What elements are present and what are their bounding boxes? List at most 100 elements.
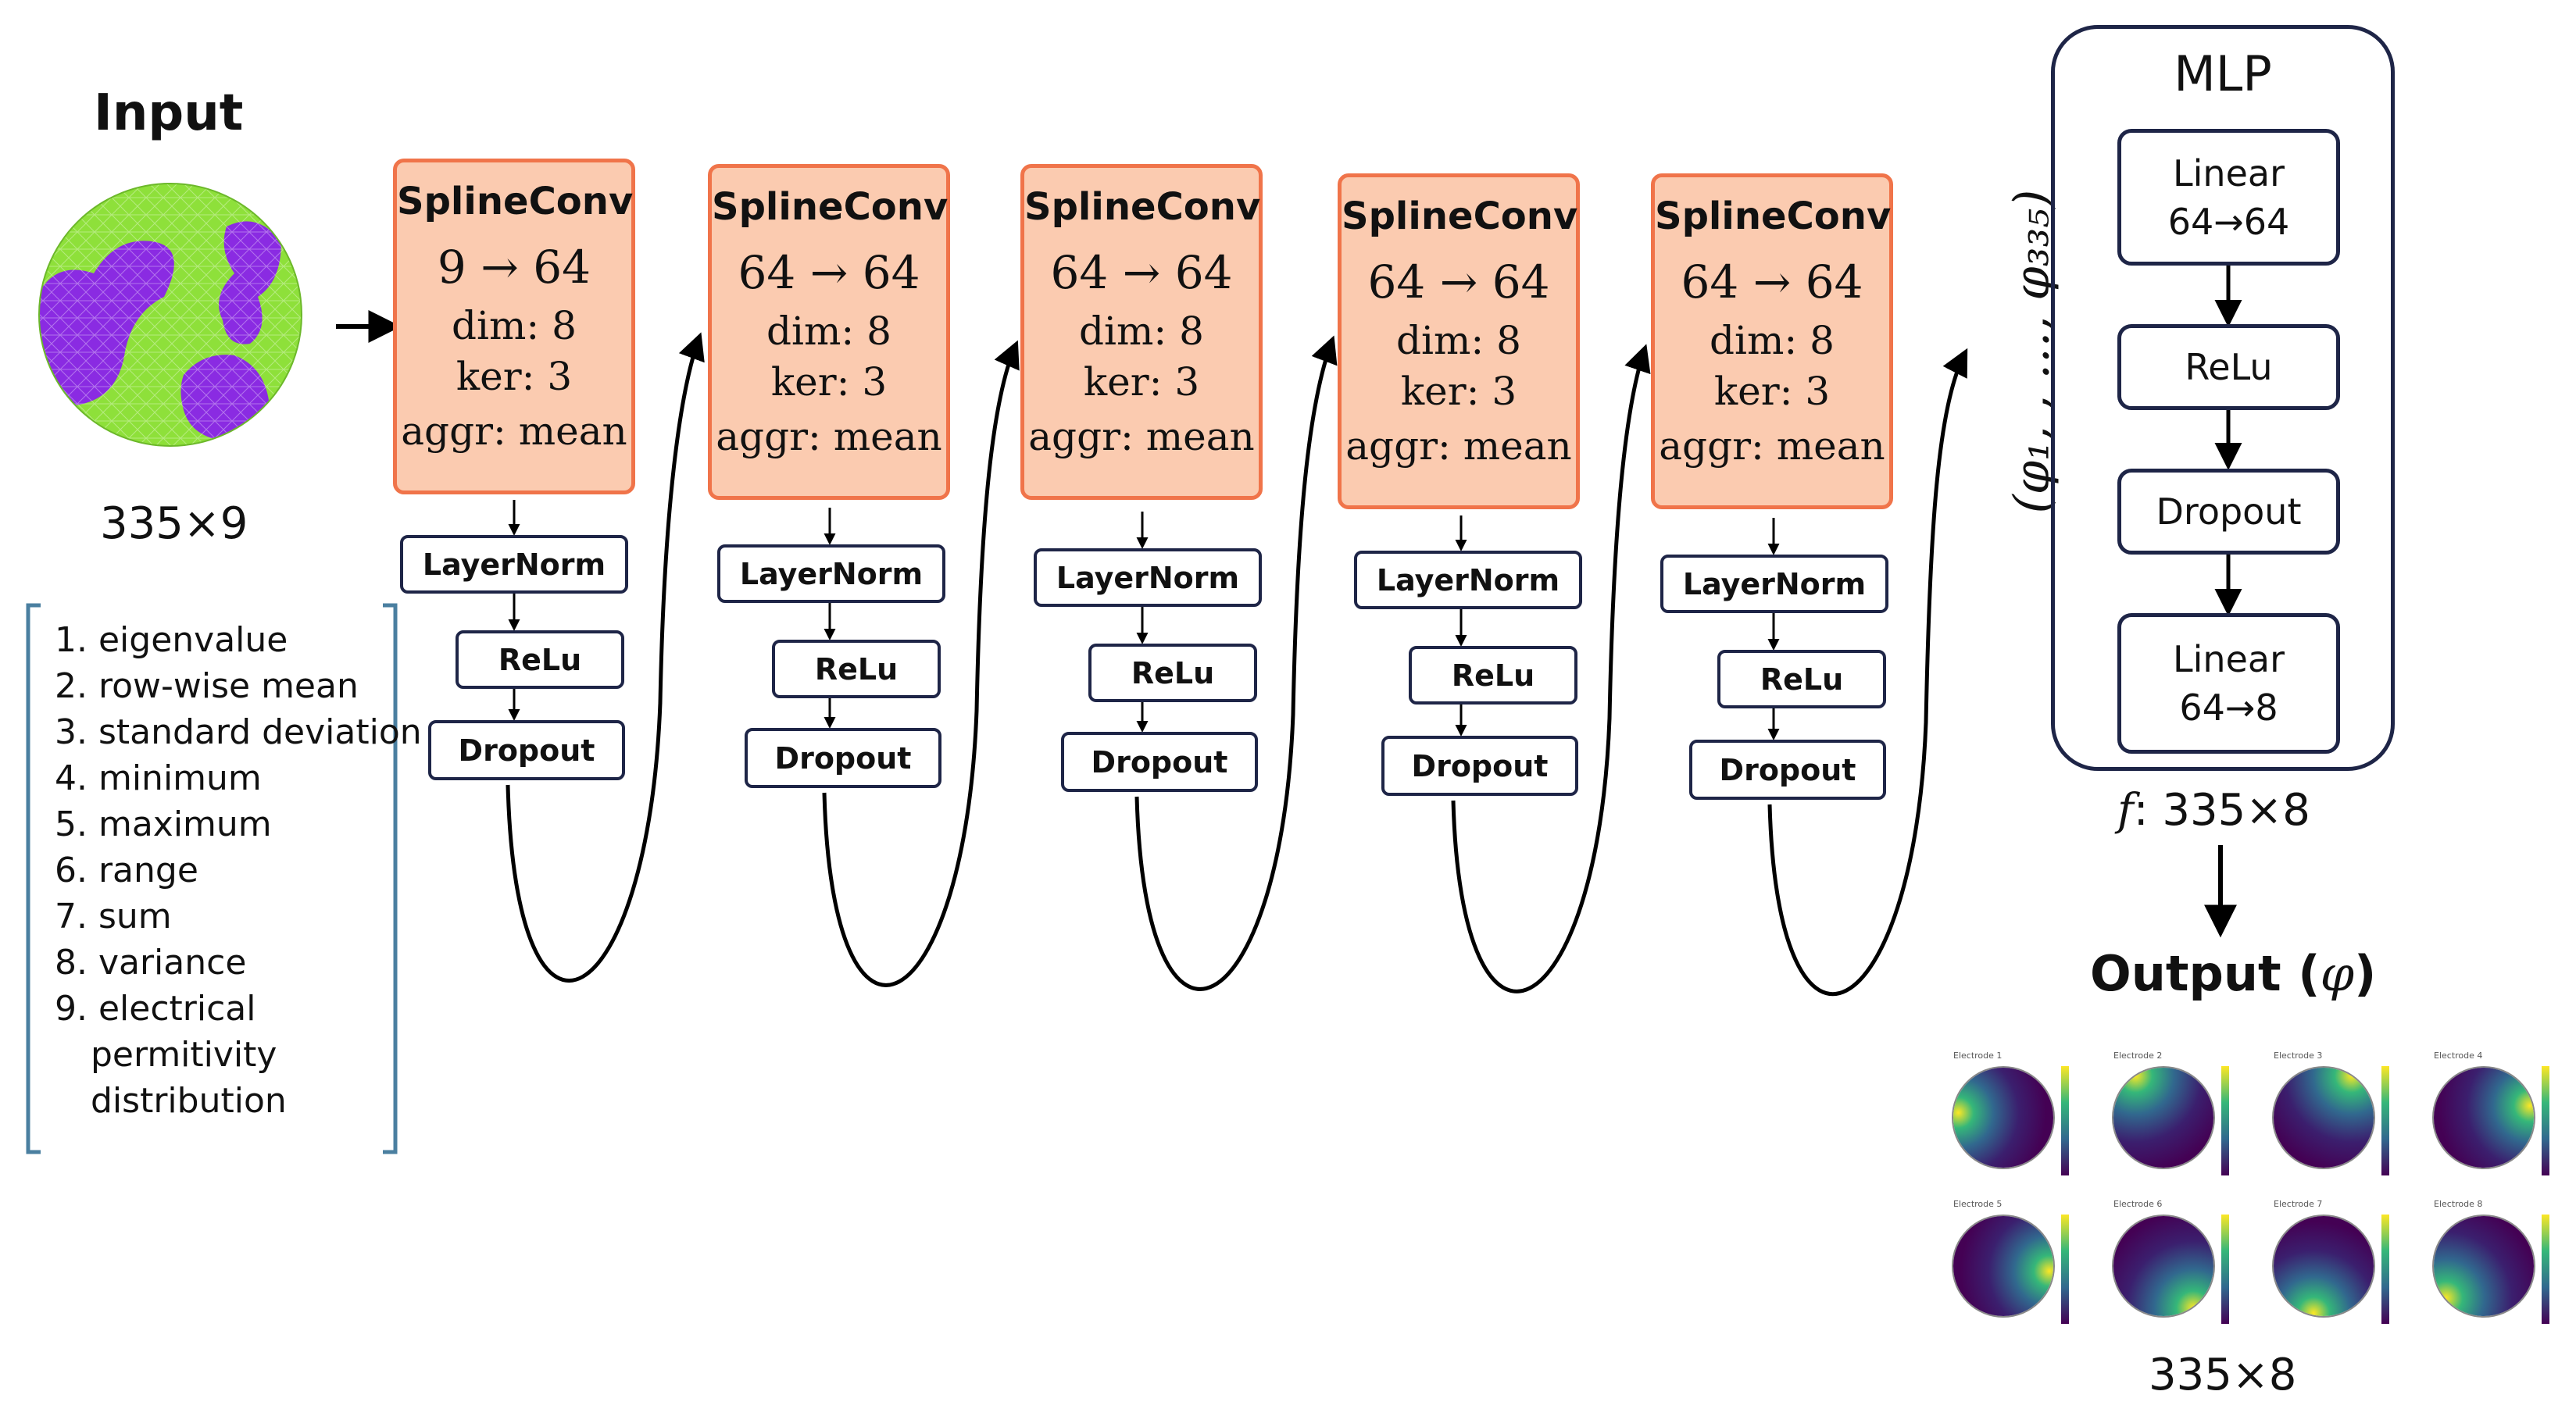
conv-dim: dim: 8 [452,303,577,348]
potential-disc [2274,1216,2374,1316]
conv-aggr: aggr: mean [1345,423,1572,469]
input-title: Input [94,84,244,142]
output-title: Output (φ) [2090,945,2376,1002]
colorbar [2221,1215,2229,1324]
feature-item: 7. sum [55,897,172,936]
feature-item: 2. row-wise mean [55,666,359,706]
feature-item: 1. eigenvalue [55,620,288,660]
splineconv-block-1: SplineConv 9 → 64 dim: 8 ker: 3 aggr: me… [393,159,635,494]
input-dims: 335×9 [100,498,248,549]
relu-box-5: ReLu [1717,650,1886,708]
splineconv-block-4: SplineConv 64 → 64 dim: 8 ker: 3 aggr: m… [1338,173,1580,509]
conv-dim: dim: 8 [1396,318,1521,363]
dropout-box-2: Dropout [745,728,941,788]
mlp-relu: ReLu [2117,324,2340,410]
feature-item: 8. variance [55,943,247,983]
conv-channels: 64 → 64 [738,246,920,299]
conv-ker: ker: 3 [1713,369,1831,414]
colorbar [2381,1066,2389,1175]
output-panel: Electrode 3 [2250,1051,2399,1191]
splineconv-block-2: SplineConv 64 → 64 dim: 8 ker: 3 aggr: m… [708,164,950,500]
conv-channels: 64 → 64 [1367,255,1550,309]
conv-title: SplineConv [397,180,634,223]
mlp-frame [2051,25,2395,771]
output-dims: 335×8 [2149,1350,2297,1400]
feature-bracket-left [26,603,41,1154]
f-symbol: f [2117,785,2134,836]
input-mesh-image [38,183,302,447]
potential-disc [1953,1216,2053,1316]
panel-title: Electrode 7 [2274,1199,2323,1209]
dropout-box-1: Dropout [428,720,625,780]
output-symbol: φ [2320,945,2354,1002]
loop-connectors [506,332,1968,997]
conv-ker: ker: 3 [1083,359,1200,405]
potential-disc [2274,1068,2374,1168]
conv-channels: 9 → 64 [437,241,591,294]
dropout-box-3: Dropout [1061,732,1258,792]
panel-title: Electrode 3 [2274,1051,2323,1061]
conv-title: SplineConv [1024,185,1261,229]
feature-list: 1. eigenvalue 2. row-wise mean 3. standa… [55,617,422,1124]
feature-item: 9. electrical [55,989,256,1029]
relu-box-1: ReLu [456,630,624,689]
output-panel: Electrode 1 [1930,1051,2078,1191]
relu-box-3: ReLu [1088,644,1257,702]
output-panel: Electrode 2 [2090,1051,2238,1191]
panel-title: Electrode 8 [2434,1199,2483,1209]
mlp-output-label: f: 335×8 [2117,785,2310,836]
colorbar [2061,1066,2069,1175]
dropout-box-5: Dropout [1689,740,1886,800]
relu-box-2: ReLu [772,640,941,698]
panel-title: Electrode 4 [2434,1051,2483,1061]
conv-dim: dim: 8 [766,309,891,354]
output-panel: Electrode 6 [2090,1199,2238,1339]
stack-arrows [508,500,1780,740]
output-title-text: Output ( [2090,945,2321,1002]
layernorm-box-4: LayerNorm [1354,551,1582,609]
mlp-layer-name: Linear [2173,152,2285,194]
layernorm-box-1: LayerNorm [400,535,628,594]
mlp-title: MLP [2174,45,2272,102]
mlp-linear-2: Linear 64→8 [2117,613,2340,754]
mlp-layer-name: Dropout [2156,490,2302,533]
relu-box-4: ReLu [1409,646,1577,704]
conv-dim: dim: 8 [1079,309,1204,354]
conv-title: SplineConv [1655,194,1892,238]
potential-disc [2113,1068,2213,1168]
panel-title: Electrode 1 [1953,1051,2003,1061]
output-panel: Electrode 4 [2410,1051,2559,1191]
colorbar [2221,1066,2229,1175]
f-dims: : 335×8 [2133,785,2310,836]
layernorm-box-5: LayerNorm [1660,555,1888,613]
conv-title: SplineConv [1342,194,1578,238]
conv-aggr: aggr: mean [716,414,942,459]
mlp-layer-shape: 64→64 [2167,200,2290,243]
potential-disc [2113,1216,2213,1316]
colorbar [2542,1215,2549,1324]
layernorm-box-2: LayerNorm [717,544,945,603]
mlp-layer-shape: 64→8 [2179,687,2278,729]
panel-title: Electrode 2 [2113,1051,2163,1061]
conv-ker: ker: 3 [1400,369,1517,414]
output-panel: Electrode 5 [1930,1199,2078,1339]
output-panel: Electrode 8 [2410,1199,2559,1339]
dropout-box-4: Dropout [1381,736,1578,796]
output-panel: Electrode 7 [2250,1199,2399,1339]
layernorm-box-3: LayerNorm [1034,548,1262,607]
potential-disc [1953,1068,2053,1168]
feature-item: 4. minimum [55,758,262,798]
mlp-dropout: Dropout [2117,469,2340,555]
mlp-layer-name: ReLu [2185,346,2273,388]
conv-channels: 64 → 64 [1050,246,1233,299]
conv-ker: ker: 3 [456,354,573,399]
feature-item: distribution [91,1081,287,1121]
feature-item: permitivity [91,1035,277,1075]
panel-title: Electrode 5 [1953,1199,2003,1209]
potential-disc [2434,1068,2534,1168]
colorbar [2061,1215,2069,1324]
conv-title: SplineConv [712,185,949,229]
splineconv-block-5: SplineConv 64 → 64 dim: 8 ker: 3 aggr: m… [1651,173,1893,509]
feature-item: 3. standard deviation [55,712,422,752]
